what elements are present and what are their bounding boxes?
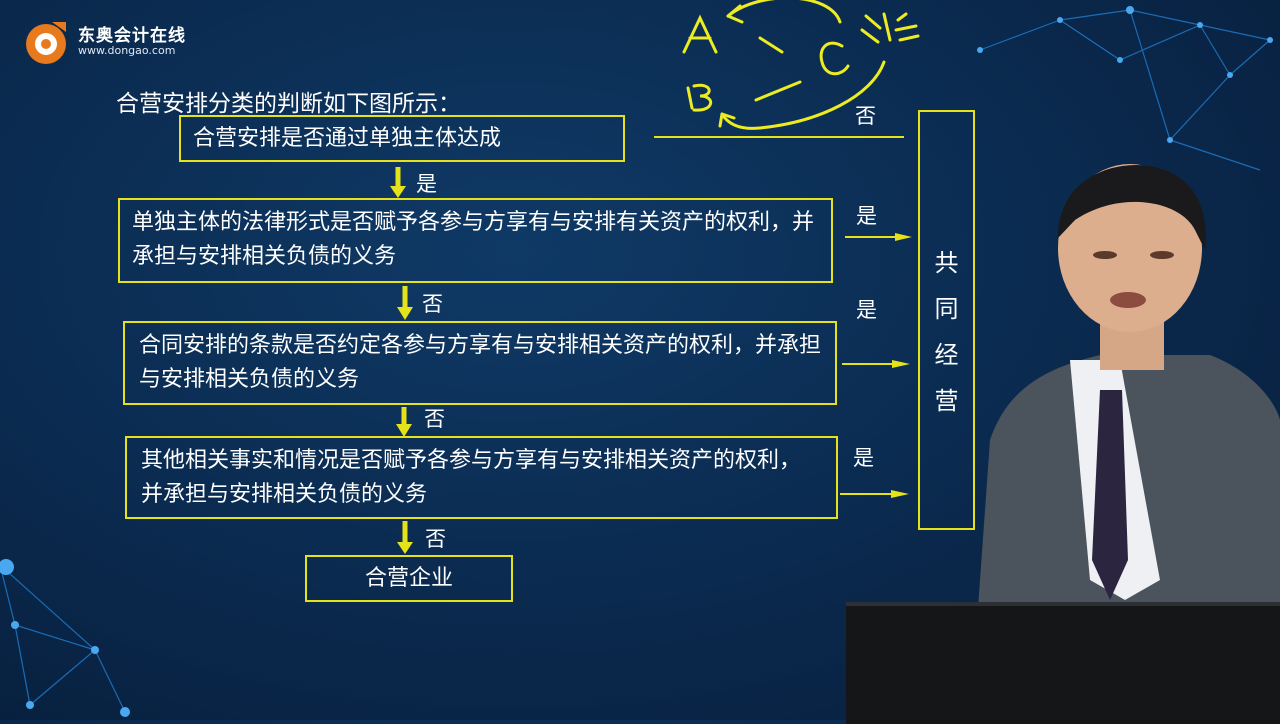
joint-operation-label: 共同经营 <box>934 249 959 415</box>
step-2-text: 单独主体的法律形式是否赋予各参与方享有与安排有关资产的权利，并承担与安排相关负债… <box>132 210 815 269</box>
brand-logo: 东奥会计在线 www.dongao.com <box>22 18 186 66</box>
label-yes-right-1: 是 <box>856 204 877 228</box>
step-contractual-terms: 合同安排的条款是否约定各参与方享有与安排相关资产的权利，并承担与安排相关负债的义… <box>123 321 837 405</box>
podium <box>846 602 1280 724</box>
label-no-down-2: 否 <box>422 292 443 316</box>
brand-url: www.dongao.com <box>78 44 176 58</box>
label-no-down-4: 否 <box>425 527 446 551</box>
dongao-logo-icon <box>26 22 66 64</box>
label-yes-right-2: 是 <box>856 298 877 322</box>
step-3-text: 合同安排的条款是否约定各参与方享有与安排相关资产的权利，并承担与安排相关负债的义… <box>139 333 822 392</box>
step-4-text: 其他相关事实和情况是否赋予各参与方享有与安排相关资产的权利，并承担与安排相关负债… <box>141 448 802 507</box>
diagram-title: 合营安排分类的判断如下图所示： <box>116 91 461 117</box>
brand-name: 东奥会计在线 <box>78 25 186 46</box>
step-legal-form: 单独主体的法律形式是否赋予各参与方享有与安排有关资产的权利，并承担与安排相关负债… <box>118 198 833 283</box>
outcome-joint-venture: 合营企业 <box>305 555 513 602</box>
outcome-joint-operation: 共同经营 <box>918 110 975 530</box>
step-separate-vehicle: 合营安排是否通过单独主体达成 <box>179 115 625 162</box>
label-no-down-3: 否 <box>424 407 445 431</box>
step-1-text: 合营安排是否通过单独主体达成 <box>193 126 502 151</box>
label-yes-right-3: 是 <box>853 446 874 470</box>
step-other-facts: 其他相关事实和情况是否赋予各参与方享有与安排相关资产的权利，并承担与安排相关负债… <box>125 436 838 519</box>
label-no-top: 否 <box>855 104 876 128</box>
handwritten-annotation <box>682 0 920 130</box>
joint-venture-label: 合营企业 <box>364 566 453 591</box>
label-yes-down-1: 是 <box>416 172 437 196</box>
